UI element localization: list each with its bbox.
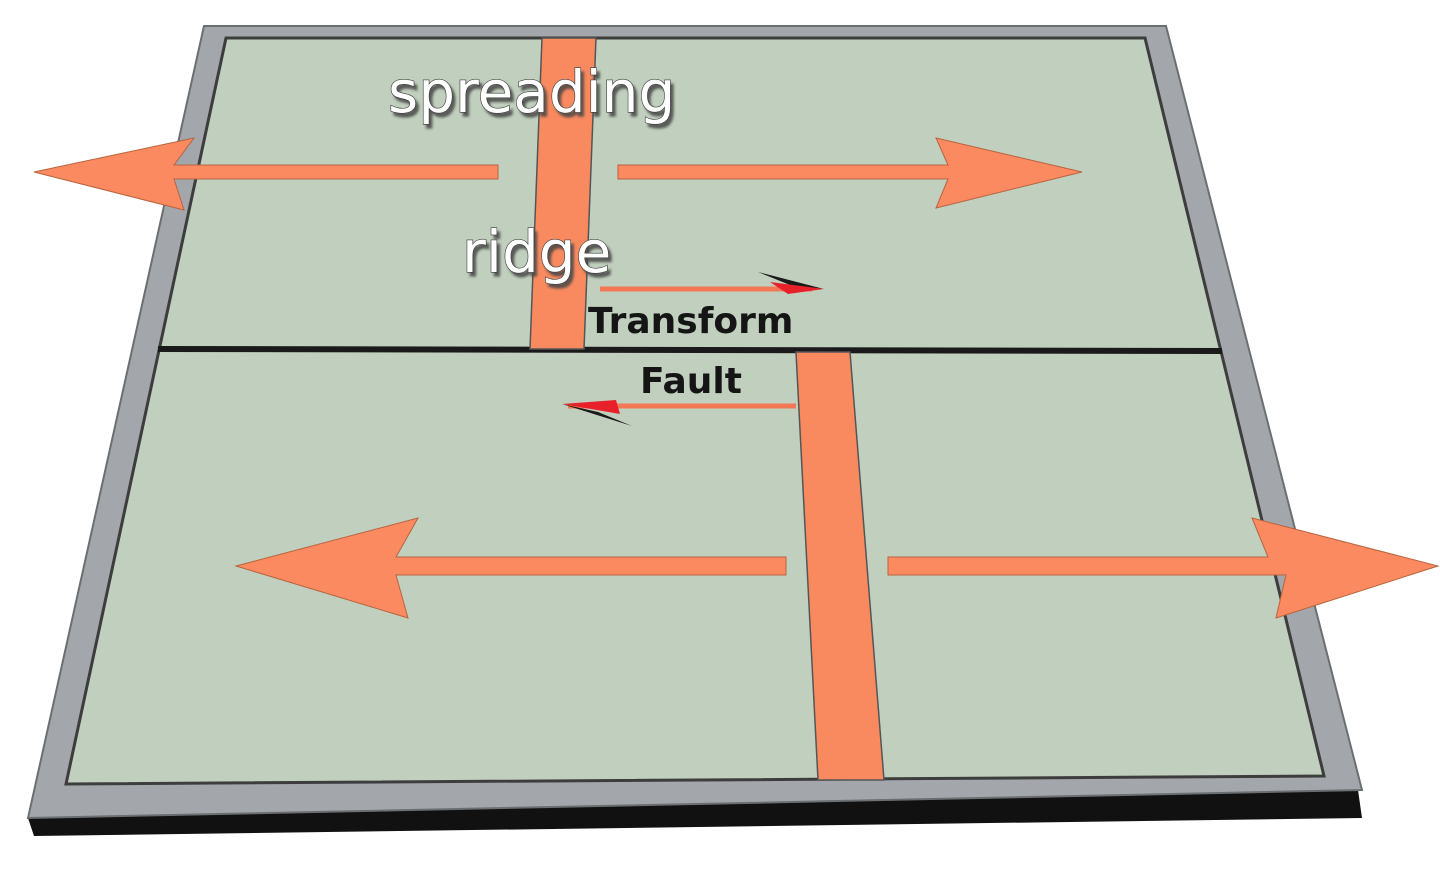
upper-ridge-segment [529, 37, 597, 350]
upper-shear-arrow [600, 272, 824, 294]
transform-fault-line [157, 346, 1223, 354]
plate-surface [64, 36, 1326, 786]
lower-left-spreading-arrow [234, 517, 787, 619]
upper-left-spreading-arrow [33, 137, 499, 211]
plate-base [28, 790, 1362, 836]
lower-right-spreading-arrow [887, 517, 1440, 619]
lower-ridge-segment [795, 351, 885, 781]
lower-shear-arrow [562, 400, 796, 426]
ridge-label: ridge [462, 218, 611, 286]
transform-label: Transform [588, 301, 793, 342]
upper-right-spreading-arrow [617, 137, 1083, 209]
fault-label: Fault [640, 361, 742, 402]
spreading-label: spreading [388, 58, 675, 126]
